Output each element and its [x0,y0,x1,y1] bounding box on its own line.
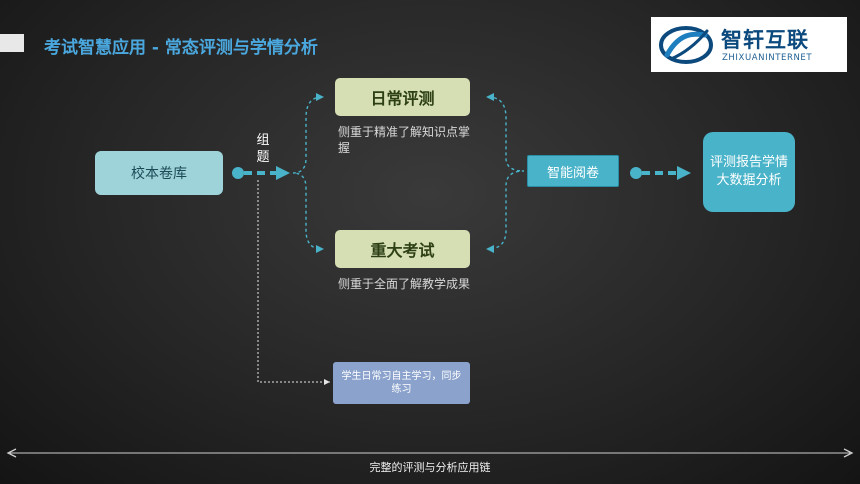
slide-title: 考试智慧应用 - 常态评测与学情分析 [44,38,318,58]
node-major-exam[interactable]: 重大考试 [335,230,470,268]
left-brace-arrow-top [316,93,324,101]
logo-text-cn: 智轩互联 [721,28,809,52]
logo-text-en: ZHIXUANINTERNET [722,53,813,63]
node-report-analysis[interactable]: 评测报告学情大数据分析 [703,132,795,212]
node-self-study[interactable]: 学生日常习自主学习，同步练习 [333,362,470,404]
node-question-bank[interactable]: 校本卷库 [95,151,223,195]
node-daily-eval[interactable]: 日常评测 [335,78,470,116]
connector-dot-marking [630,167,642,179]
label-compose: 组题 [256,133,270,165]
right-brace [487,96,525,250]
timeline-arrow-left [6,448,17,458]
chain-caption: 完整的评测与分析应用链 [369,461,491,474]
right-brace-arrow-bottom [486,245,494,253]
right-brace-arrow-top [486,93,494,101]
title-marker [0,34,24,52]
arrowhead-self-study [324,379,330,385]
major-exam-description: 侧重于全面了解教学成果 [338,277,471,291]
arrowhead-report [677,166,691,180]
left-brace-arrow-bottom [316,245,324,253]
company-logo: 智轩互联 ZHIXUANINTERNET [651,17,847,72]
node-smart-marking[interactable]: 智能阅卷 [527,155,619,187]
logo-swirl-icon [659,26,713,64]
dotted-line-to-self-study [257,180,330,383]
daily-eval-description: 侧重于精准了解知识点掌握 [338,125,471,155]
arrowhead-source [276,166,290,180]
connector-dot-source [232,167,244,179]
timeline-arrow-right [843,448,854,458]
left-brace [292,96,323,250]
